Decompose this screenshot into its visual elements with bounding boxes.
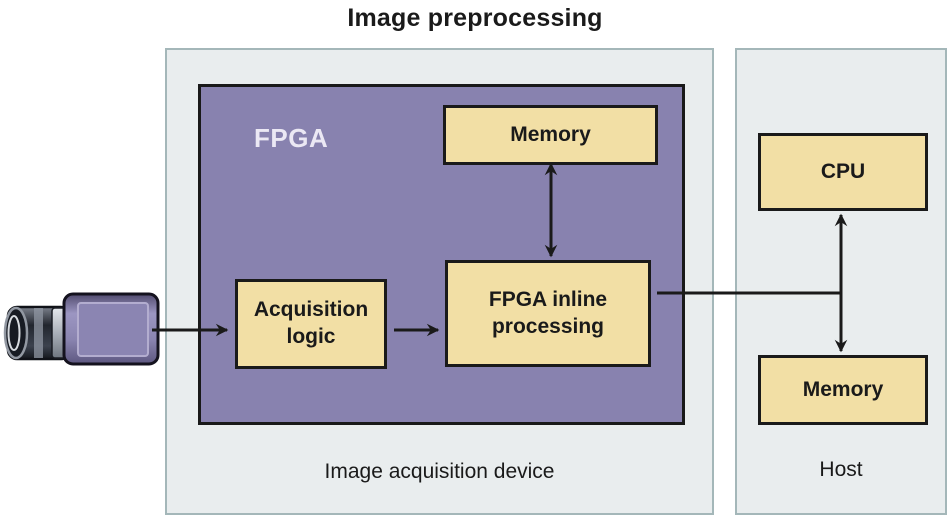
host-panel: CPU Memory Host bbox=[735, 48, 947, 515]
fpga-label: FPGA bbox=[254, 123, 329, 153]
page-title: Image preprocessing bbox=[347, 4, 603, 32]
cpu-box: CPU bbox=[758, 133, 928, 211]
acquisition-logic-box: Acquisition logic bbox=[235, 279, 387, 369]
host-memory-box: Memory bbox=[758, 355, 928, 425]
camera-icon bbox=[3, 292, 160, 366]
fpga-block: FPGA Memory FPGA inline processing Acqui… bbox=[198, 84, 685, 425]
acquisition-device-caption: Image acquisition device bbox=[324, 460, 555, 483]
fpga-memory-box: Memory bbox=[443, 105, 658, 165]
image-acquisition-device-panel: FPGA Memory FPGA inline processing Acqui… bbox=[165, 48, 714, 515]
fpga-inline-processing-box: FPGA inline processing bbox=[445, 260, 651, 367]
host-caption: Host bbox=[819, 458, 863, 481]
